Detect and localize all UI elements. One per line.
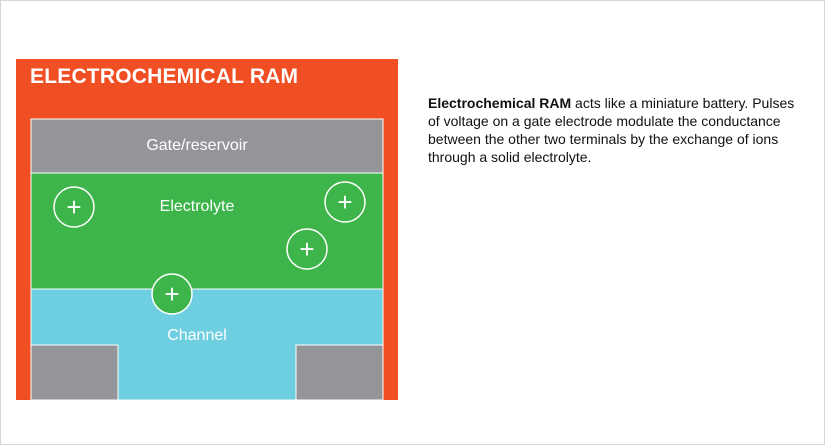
caption-lead: Electrochemical RAM	[428, 95, 572, 111]
electrolyte-layer	[30, 172, 384, 290]
channel-label: Channel	[167, 327, 227, 344]
ion-symbol: +	[66, 192, 81, 222]
figure-caption: Electrochemical RAM acts like a miniatur…	[428, 94, 808, 166]
ion-icon: +	[324, 181, 366, 223]
gate-label: Gate/reservoir	[146, 137, 248, 154]
diagram-title: ELECTROCHEMICAL RAM	[30, 65, 299, 88]
electrolyte-label: Electrolyte	[160, 198, 235, 215]
drain-terminal	[295, 344, 384, 400]
caption-body: acts like a miniature battery. Pulses of…	[428, 95, 795, 165]
ion-icon: +	[53, 186, 95, 228]
ecram-diagram-svg: Gate/reservoir Electrolyte Channel + + +…	[16, 59, 398, 400]
ecram-diagram: Gate/reservoir Electrolyte Channel + + +…	[16, 59, 398, 400]
ion-symbol: +	[164, 279, 179, 309]
ion-symbol: +	[299, 234, 314, 264]
ion-icon: +	[151, 273, 193, 315]
source-terminal	[30, 344, 119, 400]
gate-reservoir-layer	[30, 118, 384, 174]
ion-symbol: +	[337, 187, 352, 217]
ion-icon: +	[286, 228, 328, 270]
